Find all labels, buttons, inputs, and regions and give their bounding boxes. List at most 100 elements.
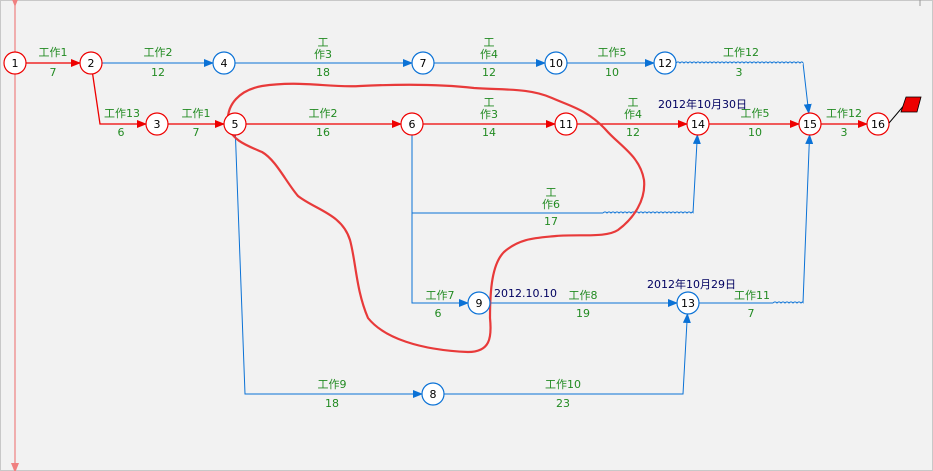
event-node-label: 2: [88, 57, 95, 70]
activity-name-label: 工作11: [734, 289, 770, 302]
event-node-circle: [400, 112, 424, 136]
activity-name-label: 工作8: [569, 289, 598, 302]
free-float-lines: [602, 61, 804, 305]
activity-name-label: 作3: [314, 48, 332, 61]
activity-name-label: 工作5: [598, 46, 627, 59]
event-node-13[interactable]: 13: [676, 291, 700, 315]
event-node-circle: [411, 51, 435, 75]
activity-name-label: 工作12: [826, 107, 862, 120]
activity-duration-label: 12: [482, 66, 496, 79]
activity-duration-label: 17: [544, 215, 558, 228]
event-node-circle: [3, 51, 27, 75]
activity-duration-label: 7: [193, 126, 200, 139]
event-node-10[interactable]: 10: [544, 51, 568, 75]
event-node-circle: [544, 51, 568, 75]
event-node-9[interactable]: 9: [467, 291, 491, 315]
event-node-label: 8: [430, 388, 437, 401]
event-node-7[interactable]: 7: [411, 51, 435, 75]
activity-arrow-2-3[interactable]: [91, 73, 147, 128]
event-node-circle: [212, 51, 236, 75]
event-node-label: 13: [681, 297, 695, 310]
activity-duration-label: 23: [556, 397, 570, 410]
event-node-label: 15: [803, 118, 817, 131]
event-node-circle: [653, 51, 677, 75]
free-float-wave: [602, 211, 694, 214]
activity-name-label: 作6: [542, 198, 560, 211]
activity-name-label: 工作13: [104, 107, 140, 120]
event-node-4[interactable]: 4: [212, 51, 236, 75]
activity-name-label: 工作10: [545, 378, 581, 391]
activity-name-label: 作4: [624, 108, 642, 121]
activity-name-label: 工作7: [426, 289, 455, 302]
event-node-label: 1: [12, 57, 19, 70]
activity-duration-label: 7: [748, 307, 755, 320]
activity-duration-label: 3: [841, 126, 848, 139]
activity-arrow-6-9[interactable]: [411, 135, 469, 307]
event-node-label: 6: [409, 118, 416, 131]
event-node-circle: [467, 291, 491, 315]
activity-name-label: 作4: [480, 48, 498, 61]
activity-duration-label: 6: [435, 307, 442, 320]
activity-duration-label: 10: [605, 66, 619, 79]
activity-name-label: 工: [546, 186, 557, 199]
event-node-8[interactable]: 8: [421, 382, 445, 406]
event-node-6[interactable]: 6: [400, 112, 424, 136]
event-node-12[interactable]: 12: [653, 51, 677, 75]
activity-duration-label: 14: [482, 126, 496, 139]
event-node-3[interactable]: 3: [145, 112, 169, 136]
date-label-node9: 2012.10.10: [494, 287, 557, 300]
activity-name-label: 工作12: [723, 46, 759, 59]
activity-name-label: 工: [628, 96, 639, 109]
event-node-11[interactable]: 11: [554, 112, 578, 136]
activity-name-label: 工作2: [144, 46, 173, 59]
event-node-1[interactable]: 1: [3, 51, 27, 75]
event-node-label: 7: [420, 57, 427, 70]
event-node-label: 14: [691, 118, 705, 131]
event-node-label: 10: [549, 57, 563, 70]
activity-duration-label: 7: [50, 66, 57, 79]
event-node-circle: [79, 51, 103, 75]
event-node-circle: [421, 382, 445, 406]
event-node-2[interactable]: 2: [79, 51, 103, 75]
activity-name-label: 工作5: [741, 107, 770, 120]
event-node-5[interactable]: 5: [223, 112, 247, 136]
free-float-wave: [772, 301, 804, 304]
activity-duration-label: 6: [118, 126, 125, 139]
activity-duration-label: 12: [151, 66, 165, 79]
activity-duration-label: 12: [626, 126, 640, 139]
activity-name-label: 工作1: [182, 107, 211, 120]
event-node-circle: [798, 112, 822, 136]
activity-arrow-5-8[interactable]: [234, 134, 423, 398]
flag-icon: [888, 96, 922, 124]
activity-name-label: 工: [484, 96, 495, 109]
activity-duration-label: 18: [325, 397, 339, 410]
event-node-label: 16: [871, 118, 885, 131]
activity-duration-label: 3: [736, 66, 743, 79]
activity-name-label: 工: [318, 36, 329, 49]
activity-duration-label: 10: [748, 126, 762, 139]
activity-duration-label: 18: [316, 66, 330, 79]
event-node-circle: [554, 112, 578, 136]
event-node-label: 5: [232, 118, 239, 131]
event-node-circle: [686, 112, 710, 136]
free-float-wave: [675, 61, 804, 64]
event-node-label: 12: [658, 57, 672, 70]
activity-arrows: [26, 59, 868, 398]
activity-duration-label: 16: [316, 126, 330, 139]
date-label-node13: 2012年10月29日: [647, 277, 736, 291]
event-node-circle: [223, 112, 247, 136]
event-node-label: 11: [559, 118, 573, 131]
event-node-14[interactable]: 14: [686, 112, 710, 136]
event-node-16[interactable]: 16: [866, 112, 890, 136]
event-node-circle: [866, 112, 890, 136]
event-node-label: 3: [154, 118, 161, 131]
activity-duration-label: 19: [576, 307, 590, 320]
event-node-15[interactable]: 15: [798, 112, 822, 136]
activity-labels: 工作17工作212工作318工作412工作510工作123工作136工作17工作…: [39, 36, 863, 410]
activity-arrow-8-13[interactable]: [444, 312, 691, 395]
activity-name-label: 作3: [480, 108, 498, 121]
